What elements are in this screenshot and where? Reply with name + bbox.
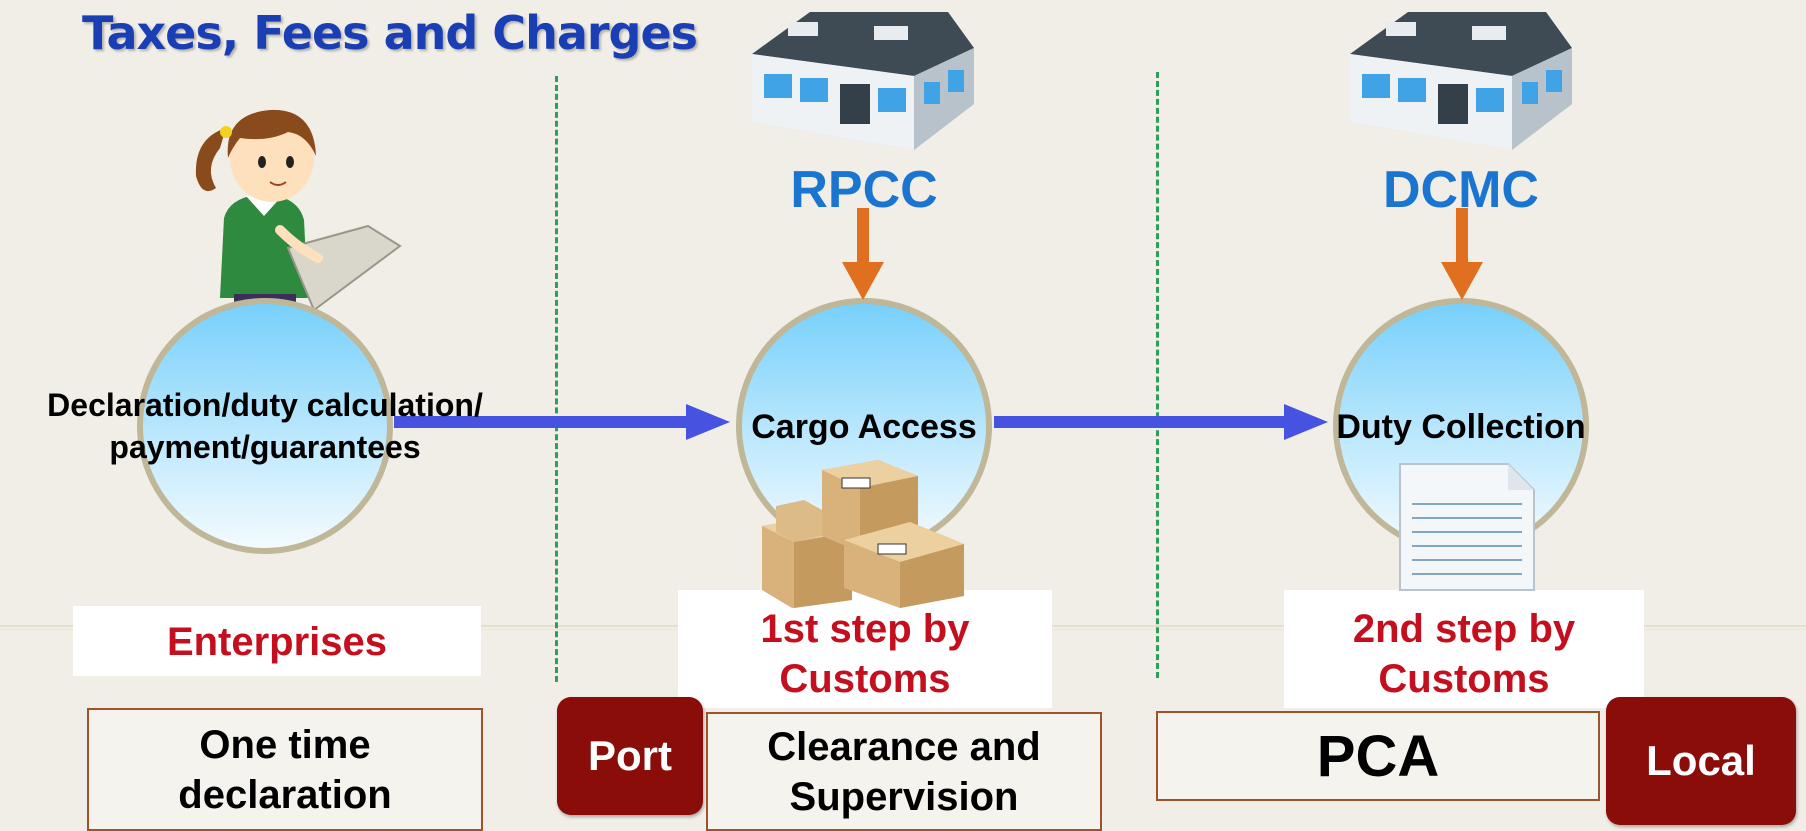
down-arrow-rpcc [842,208,884,300]
flow-arrow-1 [394,404,730,440]
down-arrow-dcmc [1441,208,1483,300]
cardboard-boxes-icon [762,460,964,608]
enterprises-label-box [73,606,481,676]
step1-label-box [678,590,1052,708]
document-icon [1399,463,1535,591]
enterprise-node-label: Declaration/duty calculation/ payment/gu… [47,387,483,465]
enterprise-node-circle [137,298,393,554]
clearance-supervision-box: Clearance and Supervision [706,712,1102,831]
step2-label-box [1284,590,1644,708]
dashed-divider-right [1156,72,1159,678]
building-icon [1350,12,1572,150]
step2-label: 2nd step by Customs [1352,607,1576,701]
pca-box: PCA [1156,711,1600,801]
step1-label: 1st step by Customs [760,607,970,701]
cargo-node-label: Cargo Access [751,408,977,446]
port-badge: Port [557,697,703,815]
person-with-tablet-icon [195,109,402,312]
dashed-divider-left [555,76,558,682]
enterprises-label: Enterprises [166,620,388,664]
page-title: Taxes, Fees and Charges [82,6,698,60]
flow-arrow-2 [994,404,1328,440]
one-time-declaration-box: One time declaration [87,708,483,831]
building-icon [752,12,974,150]
local-badge: Local [1606,697,1796,825]
duty-node-label: Duty Collection [1336,408,1586,446]
